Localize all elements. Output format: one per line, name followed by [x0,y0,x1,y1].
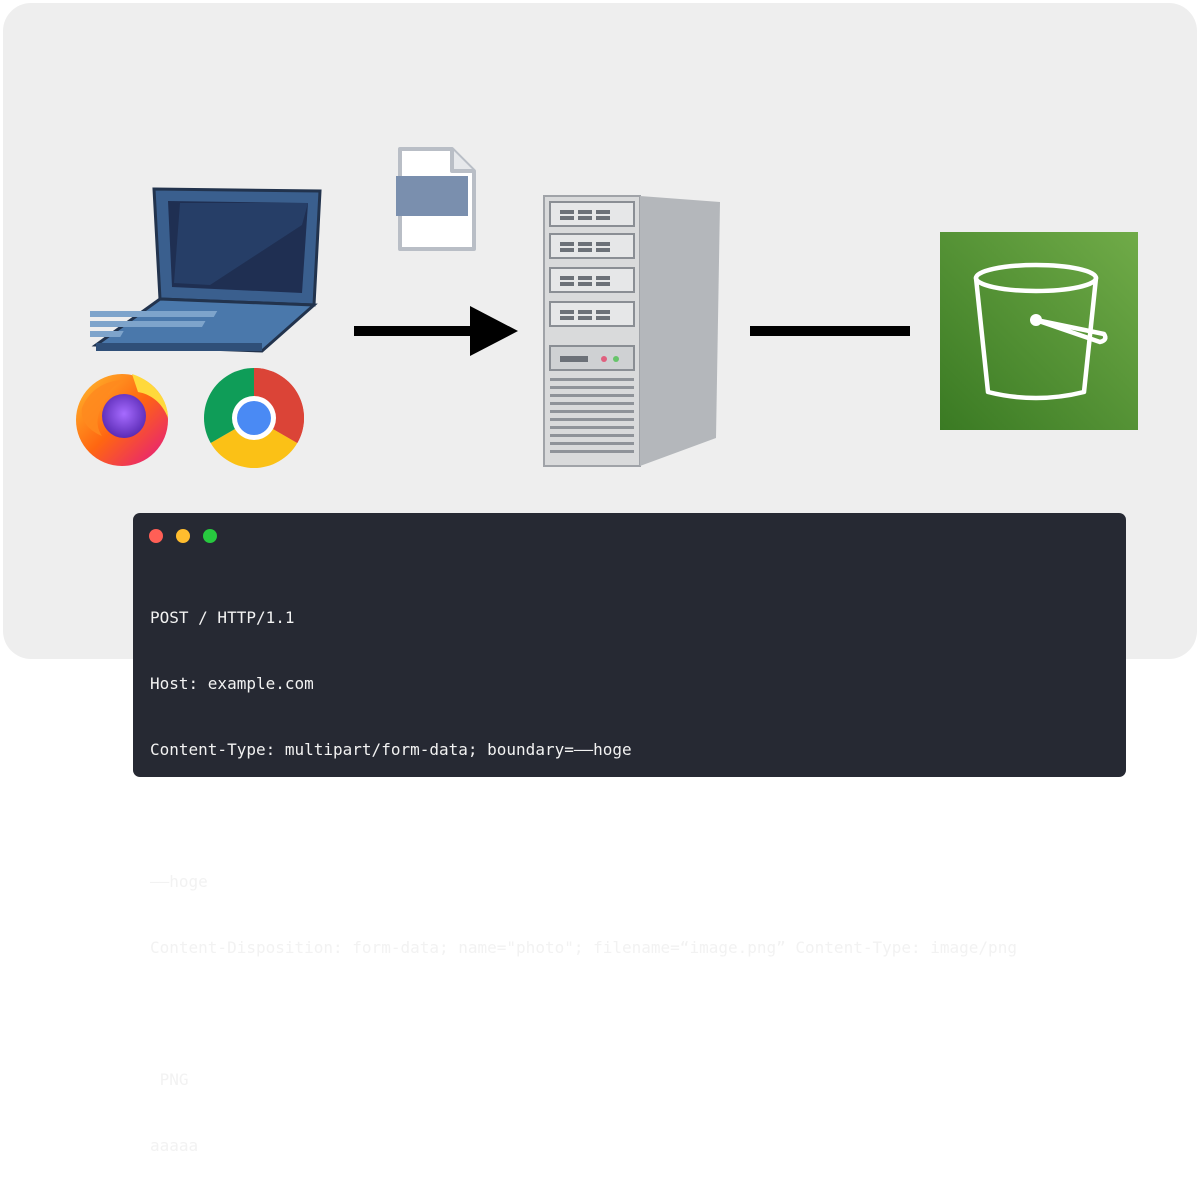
terminal-window: POST / HTTP/1.1 Host: example.com Conten… [133,513,1126,1155]
s3-bucket-icon [940,232,1138,430]
arrow-icon [354,306,518,356]
code-line: aaaaa [150,1136,199,1155]
laptop-icon [90,187,322,353]
code-line [150,1003,1017,1025]
server-icon [543,195,720,467]
close-dot[interactable] [149,529,163,543]
minimize-dot[interactable] [176,529,190,543]
code-line: Content-Disposition: form-data; name="ph… [150,938,1017,957]
chrome-icon [204,368,304,468]
code-line: POST / HTTP/1.1 [150,608,295,627]
connector-line [750,326,910,336]
file-icon [396,147,476,251]
code-line: Host: example.com [150,674,314,693]
code-line [150,805,1017,827]
code-line: Content-Type: multipart/form-data; bound… [150,740,632,759]
http-request-code: POST / HTTP/1.1 Host: example.com Conten… [150,563,1017,1201]
code-line: PNG [150,1070,189,1089]
code-line: ——hoge [150,872,208,891]
maximize-dot[interactable] [203,529,217,543]
firefox-icon [76,374,168,466]
